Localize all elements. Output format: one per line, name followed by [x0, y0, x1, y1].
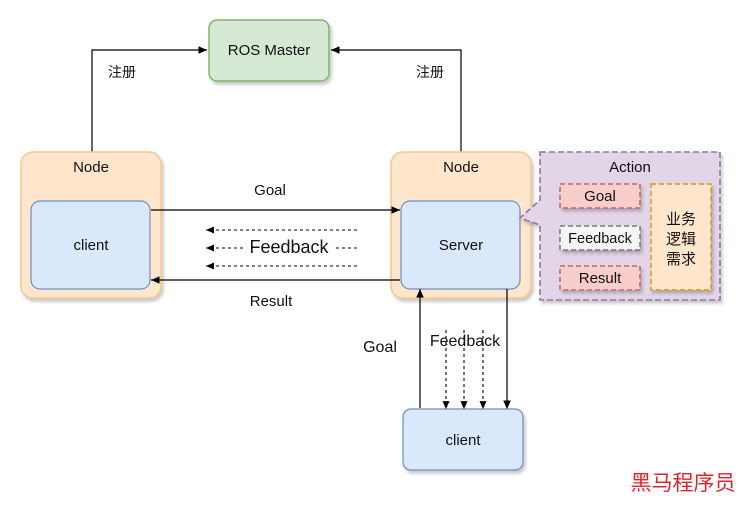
bottom-client-label: client [445, 432, 481, 449]
ros-master-label: ROS Master [228, 42, 311, 59]
action-panel: Action Goal Feedback Result 业务 逻辑 需求 [518, 151, 721, 301]
server-box [400, 200, 521, 290]
action-goal-box [559, 183, 641, 209]
register-arrow-left [91, 46, 207, 152]
feedback-label-bg [243, 236, 335, 258]
ros-master: ROS Master [208, 19, 330, 82]
action-feedback-box [559, 225, 641, 251]
feedback-label-mid: Feedback [249, 237, 329, 257]
business-logic-line-3: 需求 [666, 251, 696, 268]
action-result-box [559, 265, 641, 291]
server-label: Server [439, 237, 483, 254]
ros-master-box [208, 19, 330, 82]
bottom-client-box [402, 408, 524, 471]
register-arrow-right [331, 46, 462, 152]
result-label: Result [250, 293, 293, 310]
business-logic-line-1: 业务 [666, 211, 696, 228]
action-title: Action [609, 159, 651, 176]
goal-label-vertical: Goal [363, 339, 397, 356]
bottom-client: client [402, 408, 524, 471]
feedback-label-vertical: Feedback [430, 333, 501, 350]
watermark-text: 黑马程序员 [631, 472, 736, 495]
business-logic-line-2: 逻辑 [666, 231, 696, 248]
left-client-label: client [73, 237, 109, 254]
business-logic-box [650, 183, 712, 291]
action-feedback-label: Feedback [568, 231, 632, 247]
register-label-right: 注册 [416, 64, 444, 80]
goal-label-top: Goal [254, 182, 286, 199]
action-result-label: Result [579, 270, 622, 287]
action-goal-label: Goal [584, 188, 616, 205]
left-node-title: Node [73, 159, 109, 176]
right-node: Node Server [390, 151, 532, 299]
left-client-box [30, 200, 151, 290]
register-label-left: 注册 [108, 64, 136, 80]
right-node-title: Node [443, 159, 479, 176]
left-node: Node client [20, 151, 162, 299]
